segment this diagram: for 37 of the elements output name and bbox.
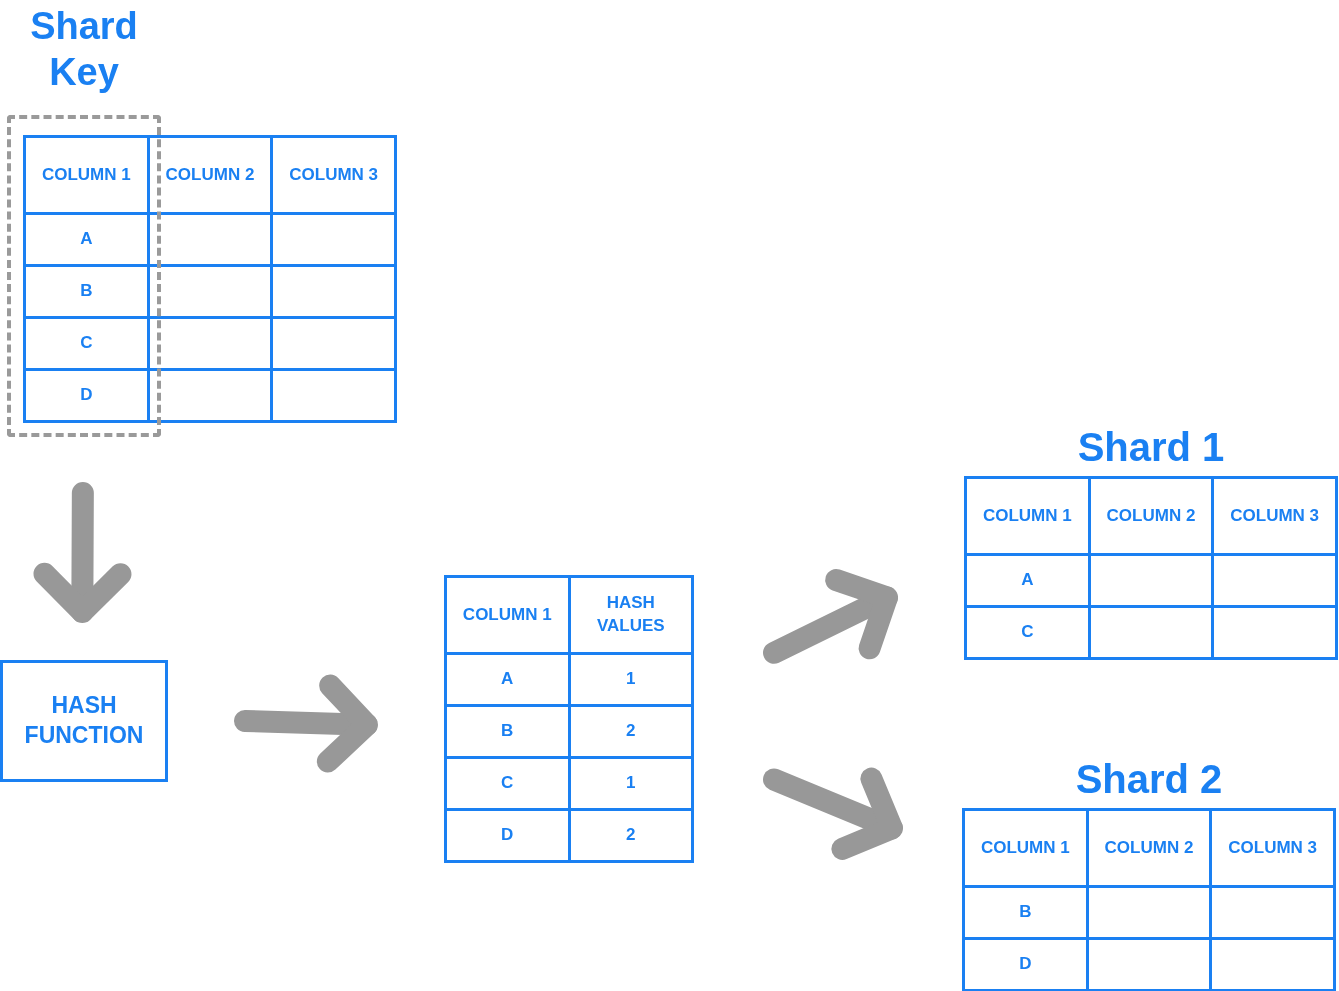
data-table bbox=[444, 575, 694, 863]
column-header: COLUMN 3 bbox=[273, 138, 394, 212]
column-header: COLUMN 1 bbox=[965, 811, 1086, 885]
table-cell: B bbox=[26, 267, 147, 316]
arrow bbox=[33, 482, 132, 623]
process-box: HASH FUNCTION bbox=[0, 660, 168, 782]
table-cell: 2 bbox=[570, 811, 691, 860]
table-cell: A bbox=[447, 655, 568, 704]
heading: Shard Key bbox=[29, 4, 139, 95]
table-cell: 1 bbox=[570, 655, 691, 704]
table-title: Shard 2 bbox=[1075, 756, 1223, 803]
table-cell: D bbox=[447, 811, 568, 860]
column-header: COLUMN 2 bbox=[149, 138, 271, 212]
table-cell: C bbox=[447, 759, 568, 808]
table-title: Shard 1 bbox=[1077, 424, 1225, 471]
column-header: COLUMN 2 bbox=[1088, 811, 1210, 885]
table-cell: D bbox=[26, 371, 147, 420]
column-header: COLUMN 1 bbox=[447, 578, 568, 652]
table-cell: A bbox=[26, 215, 147, 264]
table-cell: A bbox=[967, 556, 1088, 605]
arrow bbox=[763, 767, 903, 860]
table-cell: B bbox=[447, 707, 568, 756]
column-header: COLUMN 3 bbox=[1214, 479, 1335, 553]
column-header: COLUMN 1 bbox=[967, 479, 1088, 553]
column-header: COLUMN 2 bbox=[1090, 479, 1212, 553]
table-cell: C bbox=[967, 608, 1088, 657]
column-header: COLUMN 1 bbox=[26, 138, 147, 212]
column-header: HASH VALUES bbox=[570, 578, 691, 652]
table-cell: 1 bbox=[570, 759, 691, 808]
table-cell: C bbox=[26, 319, 147, 368]
arrow bbox=[234, 674, 378, 773]
data-table bbox=[23, 135, 397, 423]
table-cell: B bbox=[965, 888, 1086, 937]
table-cell: D bbox=[965, 940, 1086, 989]
column-header: COLUMN 3 bbox=[1212, 811, 1333, 885]
arrow bbox=[763, 569, 898, 664]
table-cell: 2 bbox=[570, 707, 691, 756]
